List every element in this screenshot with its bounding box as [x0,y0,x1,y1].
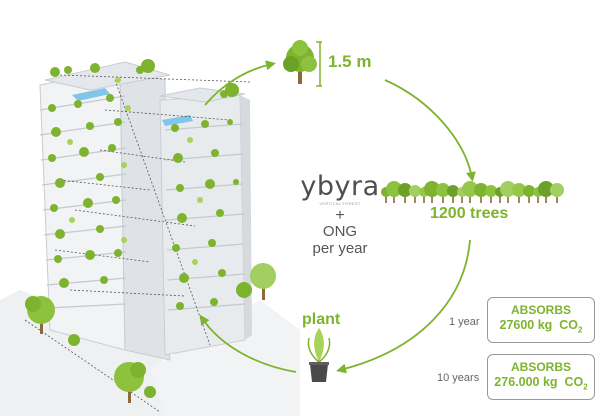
forest-tree-trunk [469,196,471,203]
tree-height-label: 1.5 m [328,52,372,71]
absorption-value: 276.000 kg CO2 [488,374,594,393]
forest-tree-crown [512,183,526,197]
logo-ong-line: ONG [322,223,358,240]
forest-tree-trunk [442,196,444,203]
forest-tree-crown [436,183,450,197]
co2-unit: CO2 [564,375,588,392]
forest-tree-crown [550,183,564,197]
forest-tree-crown [500,181,516,197]
forest-tree-trunk [414,196,416,203]
forest-tree-crown [538,181,554,197]
absorbs-heading: ABSORBS [510,360,571,374]
forest-tree-trunk [556,196,558,203]
forest-tree-crown [523,185,535,197]
logo-per-year-line: per year [312,239,368,257]
trees-count-label: 1200 trees [430,205,509,222]
forest-tree-trunk [490,196,492,203]
forest-icon [381,181,564,203]
forest-tree-crown [462,181,478,197]
forest-tree-trunk [431,196,433,203]
logo-tagline: VERTICAL FOREST [319,201,361,206]
forest-tree-crown [485,185,497,197]
forest-tree-trunk [518,196,520,203]
forest-tree-trunk [507,196,509,203]
forest-tree-trunk [452,196,454,203]
forest-tree-trunk [385,196,387,203]
forest-tree-trunk [393,196,395,203]
logo-wordmark: ybyra [300,171,380,202]
tree-icon [283,40,322,87]
forest-tree-trunk [480,196,482,203]
absorption-value: 27600 kg CO2 [488,317,594,336]
forest-tree-crown [398,183,412,197]
potted-plant-icon [307,328,331,382]
absorption-amount: 27600 kg [499,318,553,333]
forest-tree-crown [447,185,459,197]
forest-tree-trunk [423,196,425,203]
co2-unit: CO2 [559,318,583,335]
cycle-arrow-icon [199,60,476,374]
plant-label: plant [302,311,341,328]
forest-tree-trunk [461,196,463,203]
forest-tree-crown [386,181,402,197]
forest-tree-trunk [537,196,539,203]
forest-tree-crown [409,185,421,197]
absorption-box-10-years: ABSORBS 276.000 kg CO2 [487,354,595,400]
logo-plus-sign: + [335,207,345,224]
absorption-amount: 276.000 kg [494,375,558,390]
absorption-box-1-year: ABSORBS 27600 kg CO2 [487,297,595,343]
forest-tree-trunk [545,196,547,203]
forest-tree-crown [474,183,488,197]
period-label-10-years: 10 years [437,372,480,384]
forest-tree-crown [424,181,440,197]
absorbs-heading: ABSORBS [510,303,571,317]
period-label-1-year: 1 year [449,316,480,328]
ybyra-logo: ybyra VERTICAL FOREST + ONG per year [290,173,390,257]
forest-tree-trunk [404,196,406,203]
forest-tree-trunk [499,196,501,203]
building-illustration [0,59,300,416]
forest-tree-trunk [528,196,530,203]
